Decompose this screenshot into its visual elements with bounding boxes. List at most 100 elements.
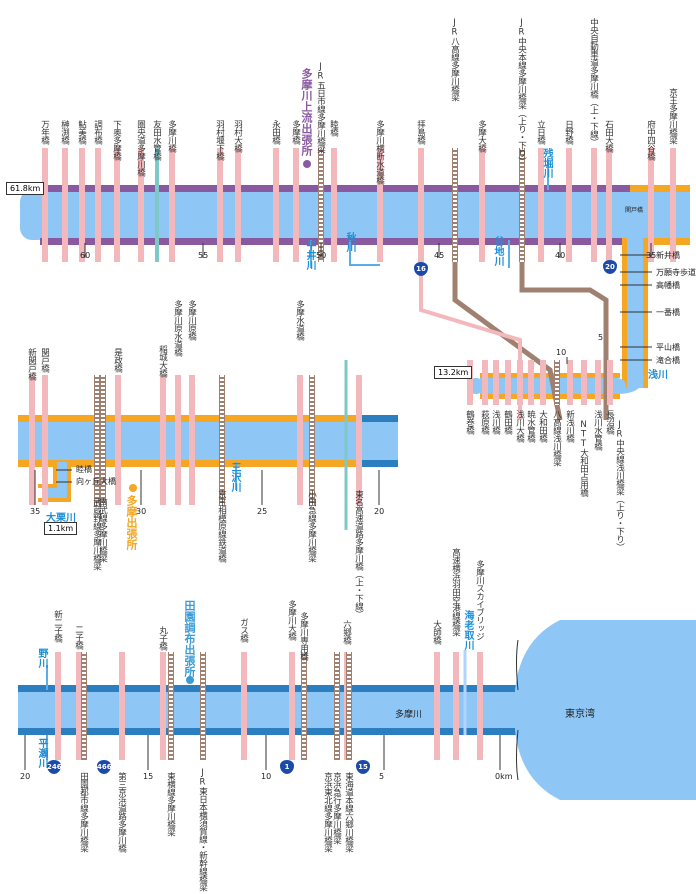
bottom-river — [18, 690, 518, 730]
mid-bridge-label-8: 京王相模原線鉄道橋 — [216, 490, 227, 562]
mid-bridge-label-7: 多摩川原橋 — [186, 300, 197, 340]
top-bridge-label-17: 多摩大橋 — [476, 120, 487, 152]
top-bridge-label-22: 石田大橋 — [603, 120, 614, 152]
mid-office-dot — [129, 484, 137, 492]
mid-office-label: 多摩出張所 — [125, 495, 138, 550]
top-bridge-label-14: 多摩川横断水道橋 — [374, 120, 385, 184]
top-bridge-label-4: 下奥多摩橋 — [111, 120, 122, 160]
top-bridge-label-16: JR八高線多摩川橋梁 — [449, 18, 460, 101]
route-20-shield: 20 — [603, 260, 617, 274]
bottom-route-shield-0: 246 — [47, 760, 62, 774]
bay-label: 東京湾 — [565, 709, 595, 720]
asakawa-bottom-label-1: 萩原橋 — [479, 410, 490, 434]
river-nogawa-label: 野川 — [36, 648, 47, 668]
river-akigawa-label: 秋川 — [344, 232, 355, 252]
bottom-km-label-4: 0km — [495, 772, 513, 781]
chuo-rail-route — [519, 262, 609, 420]
bottom-bridge-label-16: 多摩川スカイブリッジ — [474, 560, 485, 640]
akigawa-line — [349, 240, 380, 266]
top-bridge-label-18: JR中央本線多摩川橋梁（上り・下り） — [516, 18, 527, 165]
oguri-bridge-1: 向ヶ丘大橋 — [76, 477, 116, 486]
oguri-bridge-0: 睦橋 — [76, 465, 92, 474]
asakawa-bottom-label-12: JR中央線浅川橋梁（上り・下り） — [614, 420, 625, 551]
asakawa-bridge-label-4: 平山橋 — [656, 343, 680, 352]
asakawa-bottom-label-2: 浅川橋 — [490, 410, 501, 434]
mid-levee-n — [18, 415, 398, 422]
bottom-bridge-label-4: 丸子橋 — [157, 626, 168, 650]
asakawa-vert — [626, 238, 644, 388]
top-km-box: 61.8km — [6, 182, 45, 195]
asakawa-bottom-label-9: NTT大和田占用橋 — [578, 420, 589, 497]
bottom-bridge-label-6: JR東日本横須賀線・新幹線橋梁 — [197, 768, 208, 891]
bottom-river-name: 多摩川 — [395, 710, 423, 720]
asakawa-curve — [480, 376, 644, 394]
tokyo-bay — [515, 620, 696, 800]
bottom-bridge-label-14: 大師橋 — [431, 620, 442, 644]
asakawa-km-box: 13.2km — [434, 366, 473, 379]
bottom-km-label-2: 10 — [261, 772, 272, 781]
river-ebitori-label: 海老取川 — [462, 610, 473, 650]
asakawa-levee-e — [643, 238, 648, 388]
top-bridge-label-11: 多摩橋 — [290, 120, 301, 144]
top-km-label-5: 35 — [646, 251, 657, 260]
top-km-label-4: 40 — [555, 251, 566, 260]
mid-bridge-label-0: 新関戸橋 — [26, 348, 37, 380]
asakawa-bridge-label-0: 新井橋 — [656, 251, 680, 260]
top-bridge-label-13: 睦橋 — [328, 120, 339, 136]
asakawa-levee-w — [622, 238, 627, 388]
asakawa-bridge-label-3: 一番橋 — [656, 308, 680, 317]
mid-km-label-2: 25 — [257, 507, 268, 516]
top-km-label-2: 50 — [316, 251, 327, 260]
top-bridge-label-7: 多摩川橋 — [166, 120, 177, 152]
bottom-km-label-1: 15 — [143, 772, 154, 781]
top-bridge-label-15: 拝島橋 — [415, 120, 426, 144]
oguri-river — [42, 462, 68, 499]
top-bridge-label-1: 榊渕橋 — [59, 120, 70, 144]
top-office-label: 多摩川上流出張所 — [300, 68, 313, 156]
mid-bridge-label-6: 多摩川原水道橋 — [172, 300, 183, 356]
river-asakawa-label: 浅川 — [648, 370, 668, 381]
top-bridge-label-9: 羽村大橋 — [232, 120, 243, 152]
bottom-route-shield-3: 15 — [356, 760, 370, 774]
bottom-bridge-label-7: ガス橋 — [238, 618, 249, 642]
river-hirase-label: 平瀬川 — [36, 738, 47, 768]
top-bridge-label-19: 立日橋 — [535, 120, 546, 144]
asakawa-bridge-label-2: 高幡橋 — [656, 281, 680, 290]
asakawa-km-5: 5 — [598, 333, 604, 342]
oguri-levee-b — [38, 462, 71, 502]
top-bridge-label-8: 羽村堰下橋 — [214, 120, 225, 160]
asakawa-bottom-label-3: 鶴田橋 — [502, 410, 513, 434]
asakawa-bottom-label-8: 新浅川橋 — [564, 410, 575, 442]
bottom-route-shield-1: 466 — [97, 760, 112, 774]
bottom-bridge-label-9: 多摩川専用橋 — [298, 612, 309, 660]
top-bridge-label-3: 調布橋 — [92, 120, 103, 144]
bottom-bridge-label-15: 高速横浜羽田空港線橋梁 — [450, 548, 461, 636]
top-bridge-label-23: 府中四谷橋 — [645, 120, 656, 160]
top-bridge-label-20: 日野橋 — [563, 120, 574, 144]
oguri-km-box: 1.1km — [44, 522, 78, 535]
top-levee-orange-n — [630, 185, 690, 192]
top-bridge-label-0: 万年橋 — [39, 120, 50, 144]
mid-river — [18, 420, 398, 462]
mid-km-label-0: 35 — [30, 507, 41, 516]
bottom-km-label-0: 20 — [20, 772, 31, 781]
bottom-bridge-label-11: 京浜急行多摩川橋梁 — [331, 772, 342, 844]
top-bridge-label-2: 鮎美橋 — [76, 120, 87, 144]
mid-bridge-label-5: 稲城大橋 — [157, 345, 168, 377]
mid-levee-blue-n — [360, 415, 398, 422]
river-mitsuzawa-label: 三沢川 — [229, 462, 240, 492]
bottom-office-dot — [186, 676, 194, 684]
top-bridge-label-24: 京王多摩川橋梁 — [667, 88, 678, 144]
asakawa-bottom-label-0: 鶴巻橋 — [464, 410, 475, 434]
mid-levee-blue-s — [360, 460, 398, 467]
top-km-label-1: 55 — [198, 251, 209, 260]
top-bridge-label-5: 圏央道多摩川橋 — [135, 120, 146, 176]
asakawa-bottom-label-10: 浅川水管橋 — [592, 410, 603, 450]
mid-km-label-1: 30 — [136, 507, 147, 516]
top-bridge-label-21: 中央自動車道多摩川橋（上・下線） — [588, 18, 599, 146]
top-bridge-label-10: 永田橋 — [270, 120, 281, 144]
top-bridge-label-6: 友田水管橋 — [151, 120, 162, 160]
bottom-bridge-label-0: 新二子橋 — [52, 610, 63, 642]
asakawa-bottom-label-5: 暁水管橋 — [525, 410, 536, 442]
asakawa-bottom-label-7: 八高線浅川橋梁 — [551, 410, 562, 466]
